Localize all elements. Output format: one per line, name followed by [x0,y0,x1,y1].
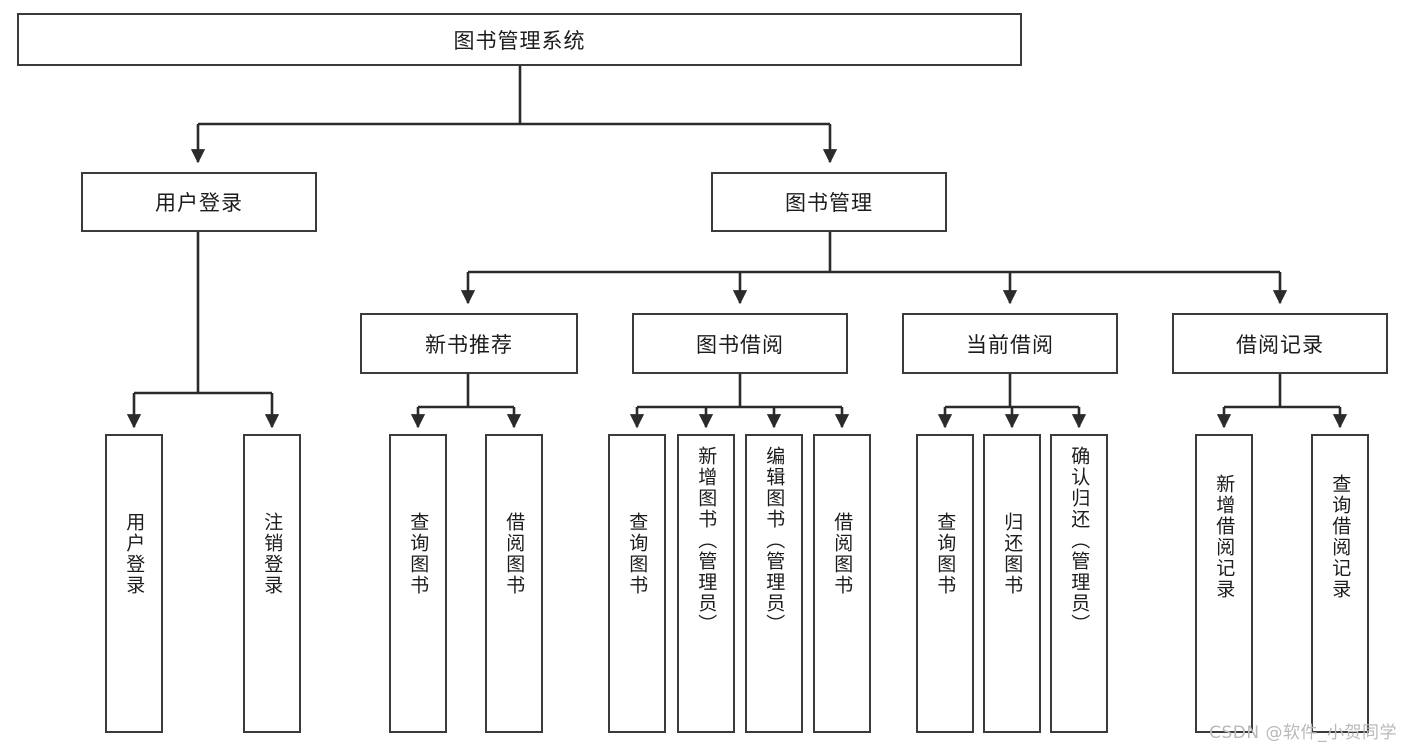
node-root-label: 图书管理系统 [453,28,586,53]
node-user-login[interactable]: 用户登录 [81,172,317,232]
node-leaf-edit-book[interactable]: 编辑图书（管理员） [745,434,803,733]
node-leaf-query-book-3[interactable]: 查询图书 [916,434,974,733]
node-book-manage[interactable]: 图书管理 [711,172,947,232]
node-leaf-query-record[interactable]: 查询借阅记录 [1311,434,1369,733]
node-leaf-add-book[interactable]: 新增图书（管理员） [677,434,735,733]
node-leaf-confirm-return-label: 确认归还（管理员） [1068,446,1091,635]
node-leaf-edit-book-label: 编辑图书（管理员） [763,446,786,635]
node-borrow-record[interactable]: 借阅记录 [1172,313,1388,374]
node-leaf-user-logout-label: 注销登录 [261,512,284,596]
node-book-borrow[interactable]: 图书借阅 [632,313,848,374]
node-leaf-borrow-book-1-label: 借阅图书 [503,512,526,596]
node-new-book-recommend[interactable]: 新书推荐 [360,313,578,374]
node-leaf-query-book-2-label: 查询图书 [626,512,649,596]
node-new-book-recommend-label: 新书推荐 [425,332,513,357]
node-leaf-add-record-label: 新增借阅记录 [1213,474,1236,600]
node-leaf-return-book[interactable]: 归还图书 [983,434,1041,733]
node-leaf-user-login[interactable]: 用户登录 [105,434,163,733]
watermark: CSDN @软件_小贺同学 [1209,723,1397,743]
node-leaf-query-book-2[interactable]: 查询图书 [608,434,666,733]
node-leaf-borrow-book-2[interactable]: 借阅图书 [813,434,871,733]
node-leaf-borrow-book-2-label: 借阅图书 [831,512,854,596]
node-leaf-return-book-label: 归还图书 [1001,512,1024,596]
node-leaf-add-book-label: 新增图书（管理员） [695,446,718,635]
node-leaf-add-record[interactable]: 新增借阅记录 [1195,434,1253,733]
node-book-manage-label: 图书管理 [785,191,873,215]
node-leaf-user-login-label: 用户登录 [123,512,146,596]
node-book-borrow-label: 图书借阅 [696,332,784,357]
node-root[interactable]: 图书管理系统 [17,13,1022,66]
node-leaf-user-logout[interactable]: 注销登录 [243,434,301,733]
node-user-login-label: 用户登录 [155,191,243,215]
node-current-borrow[interactable]: 当前借阅 [902,313,1118,374]
node-leaf-query-book-3-label: 查询图书 [934,512,957,596]
node-leaf-query-record-label: 查询借阅记录 [1329,474,1352,600]
node-leaf-borrow-book-1[interactable]: 借阅图书 [485,434,543,733]
node-leaf-query-book-1[interactable]: 查询图书 [389,434,447,733]
node-current-borrow-label: 当前借阅 [966,332,1054,357]
node-leaf-query-book-1-label: 查询图书 [407,512,430,596]
node-borrow-record-label: 借阅记录 [1236,332,1324,357]
node-leaf-confirm-return[interactable]: 确认归还（管理员） [1050,434,1108,733]
